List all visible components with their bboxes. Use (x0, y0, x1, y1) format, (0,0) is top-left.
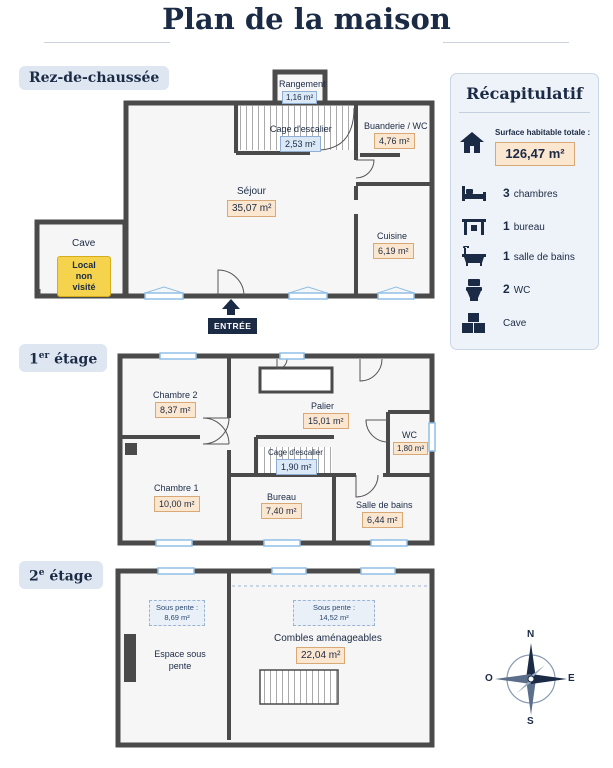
rdc-cuisine-area: 6,19 m² (373, 243, 414, 259)
rdc-sejour-name: Séjour (237, 186, 266, 197)
entrance-label: ENTRÉE (208, 318, 258, 334)
recap-surface-value: 126,47 m² (495, 142, 575, 166)
rdc-buanderie-name: Buanderie / WC (364, 121, 428, 131)
recap-surface-label: Surface habitable totale : (495, 128, 591, 137)
entrance-arrow (222, 299, 240, 315)
section-etage1-word: étage (49, 351, 98, 368)
section-etage2: 2e étage (19, 561, 103, 589)
recap-chambres-count: 3 (503, 186, 510, 200)
recap-sdb-count: 1 (503, 249, 510, 263)
e2-combles-slope-label: Sous pente : (312, 603, 356, 612)
compass-west: O (485, 673, 493, 684)
recap-title: Récapitulatif (466, 84, 583, 103)
recap-chambres-label: chambres (513, 189, 558, 200)
rdc-buanderie-area: 4,76 m² (374, 133, 415, 149)
boxes-icon (462, 313, 485, 333)
section-etage1-num: 1 (29, 351, 39, 368)
desk-icon (462, 219, 486, 235)
recap-rule (459, 112, 590, 113)
etage2-chimney (124, 634, 136, 682)
rdc-rangement-area: 1,16 m² (282, 91, 318, 104)
page-title: Plan de la maison (162, 2, 451, 36)
rdc-cave-notvisited: Local non visité (57, 256, 111, 297)
title-rule-left (44, 42, 170, 43)
etage1-palier-void (258, 366, 334, 394)
e1-cage-name: Cage d'escalier (268, 448, 323, 457)
rdc-cage-area: 2,53 m² (280, 136, 321, 152)
e1-sdb-area: 6,44 m² (362, 512, 403, 528)
rdc-rangement-name: Rangement (279, 79, 326, 89)
etage1-chimney (125, 443, 137, 455)
recap-wc-count: 2 (503, 282, 510, 296)
e1-sdb-name: Salle de bains (356, 500, 413, 510)
bathtub-icon (462, 246, 486, 266)
rdc-cage-name: Cage d'escalier (270, 124, 332, 134)
house-icon (460, 132, 484, 153)
recap-wc-label: WC (513, 285, 531, 296)
bed-icon (462, 186, 486, 201)
etage2-stairs-drawing (259, 669, 339, 705)
recap-panel: Récapitulatif Surface habitable totale :… (450, 73, 599, 350)
rdc-cuisine-name: Cuisine (377, 231, 408, 241)
rdc-cave-name: Cave (72, 238, 96, 249)
recap-bureau-label: bureau (513, 222, 545, 233)
compass-rose (495, 643, 567, 715)
e1-cage-area: 1,90 m² (276, 459, 317, 475)
rdc-stairs-curve (319, 107, 355, 151)
e1-wc-name: WC (402, 430, 417, 440)
e1-bureau-name: Bureau (267, 492, 297, 502)
compass-east: E (568, 673, 575, 684)
section-etage2-sup: e (38, 568, 45, 578)
e1-bureau-area: 7,40 m² (261, 503, 302, 519)
e1-chambre1-name: Chambre 1 (154, 483, 199, 493)
e1-chambre2-name: Chambre 2 (153, 390, 198, 400)
e2-combles-slope: Sous pente : 14,52 m² (293, 600, 375, 626)
e2-combles-slope-area: 14,52 m² (319, 613, 349, 622)
rdc-sejour-area: 35,07 m² (227, 200, 277, 217)
e2-espace-slope-label: Sous pente : (156, 603, 199, 612)
e1-chambre2-area: 8,37 m² (155, 402, 196, 418)
e2-espace-slope-area: 8,69 m² (164, 613, 190, 622)
compass-south: S (527, 716, 534, 727)
e2-espace-name: Espace sous pente (154, 649, 206, 671)
e2-combles-area: 22,04 m² (296, 647, 346, 664)
section-etage1-sup: er (38, 351, 50, 361)
e1-palier-name: Palier (311, 401, 335, 411)
e1-chambre1-area: 10,00 m² (154, 496, 200, 512)
section-rdc: Rez-de-chaussée (19, 66, 170, 90)
section-etage2-word: étage (44, 568, 93, 585)
e1-wc-area: 1,80 m² (393, 442, 429, 455)
e1-palier-area: 15,01 m² (303, 413, 349, 429)
recap-cave: Cave (503, 318, 527, 329)
recap-bureau-count: 1 (503, 219, 510, 233)
section-etage2-num: 2 (29, 568, 39, 585)
e2-espace-slope: Sous pente : 8,69 m² (149, 600, 206, 626)
title-rule-right (443, 42, 569, 43)
section-etage1: 1er étage (19, 344, 108, 372)
recap-sdb-label: salle de bains (513, 252, 575, 263)
e2-combles-name: Combles aménageables (274, 633, 382, 644)
toilet-icon (466, 279, 482, 301)
compass-north: N (527, 629, 535, 640)
